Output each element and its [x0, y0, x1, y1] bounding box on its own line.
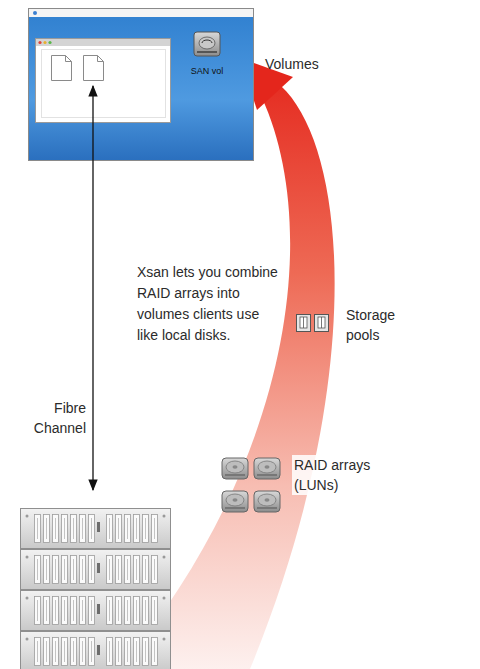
- raid-disk-icon: [254, 491, 280, 512]
- raid-unit: [21, 632, 171, 669]
- desktop-screen: [29, 9, 254, 161]
- window-pane: [42, 50, 166, 118]
- file-icon: [52, 56, 72, 81]
- raid-disk-icon: [254, 458, 280, 479]
- menu-bar: [29, 9, 253, 17]
- raid-unit: [21, 591, 171, 631]
- description-note: Xsan lets you combine RAID arrays into v…: [137, 262, 279, 346]
- desktop-screen: SAN vol: [28, 8, 254, 161]
- flow-band: [120, 86, 335, 669]
- raid-arrays-label: RAID arrays (LUNs): [292, 455, 400, 495]
- raid-unit: [21, 509, 171, 549]
- storage-pool-icon: [297, 315, 329, 332]
- raid-disk-icon: [222, 491, 248, 512]
- volume-icon: [194, 32, 220, 56]
- storage-pools-label: Storage pools: [344, 305, 412, 345]
- fibre-channel-arrow: [92, 86, 93, 490]
- raid-unit: [21, 550, 171, 590]
- raid-rack: [21, 509, 171, 669]
- file-icon: [84, 56, 104, 81]
- connection-label: Fibre Channel: [12, 398, 86, 438]
- volumes-label: Volumes: [265, 54, 345, 74]
- raid-disk-icon: [222, 458, 248, 479]
- volume-label: SAN vol: [180, 66, 234, 77]
- apple-logo: [33, 11, 37, 15]
- finder-window: [36, 39, 171, 123]
- window-title-bar: [36, 39, 170, 46]
